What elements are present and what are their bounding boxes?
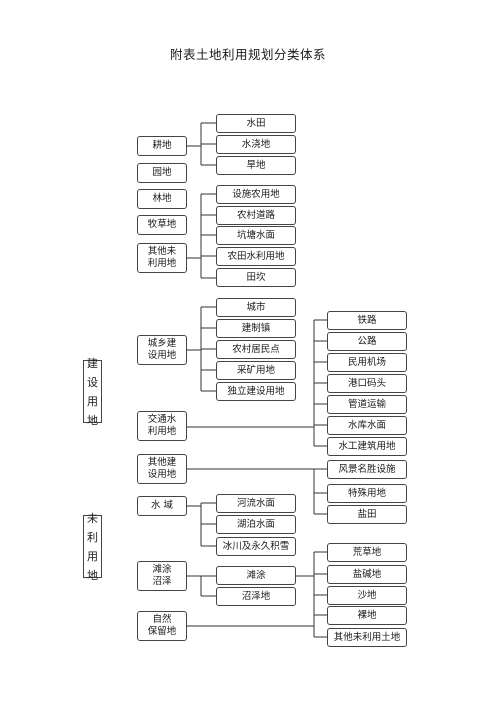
page-title: 附表土地利用规划分类体系 [169, 47, 326, 62]
group-label: 未利用地 [87, 511, 98, 582]
subcategory-pond-water: 坑塘水面 [216, 226, 296, 245]
subcategory-field-ridge: 田坎 [216, 268, 296, 287]
group-unused-land: 未利用地 [83, 512, 102, 582]
category-urban-rural-construction: 城乡建 设用地 [137, 335, 187, 365]
item-other-unused-land: 其他未利用土地 [327, 628, 407, 647]
category-tidal-marsh: 滩涂 沼泽 [137, 561, 187, 591]
item-special-land: 特殊用地 [327, 484, 407, 503]
subcategory-glacier-snow: 冰川及永久积雪 [216, 537, 296, 556]
item-reservoir-water: 水库水面 [327, 416, 407, 435]
item-bare-land: 裸地 [327, 606, 407, 625]
subcategory-city: 城市 [216, 298, 296, 317]
subcategory-river-water: 河流水面 [216, 494, 296, 513]
subcategory-dry-land: 旱地 [216, 156, 296, 175]
group-construction-land: 建设用地 [83, 357, 102, 427]
subcategory-lake-water: 湖泊水面 [216, 515, 296, 534]
item-pipeline-transport: 管道运输 [327, 395, 407, 414]
subcategory-independent-construction: 独立建设用地 [216, 382, 296, 401]
item-sandy-land: 沙地 [327, 586, 407, 605]
item-civil-airport: 民用机场 [327, 353, 407, 372]
category-nature-reserve: 自然 保留地 [137, 611, 187, 641]
category-other-construction: 其他建 设用地 [137, 454, 187, 484]
category-cultivated-land: 耕地 [137, 136, 187, 156]
subcategory-rural-settlement: 农村居民点 [216, 340, 296, 359]
category-garden-land: 园地 [137, 163, 187, 183]
subcategory-irrigated-land: 水浇地 [216, 135, 296, 154]
subcategory-rural-road: 农村道路 [216, 206, 296, 225]
item-saline-land: 盐碱地 [327, 565, 407, 584]
category-other-agricultural: 其他未 利用地 [137, 243, 187, 273]
subcategory-tidal-flat: 滩涂 [216, 566, 296, 585]
category-forest-land: 林地 [137, 189, 187, 209]
item-hydraulic-construction: 水工建筑用地 [327, 437, 407, 456]
category-transport-water: 交通水 利用地 [137, 411, 187, 441]
subcategory-marshland: 沼泽地 [216, 587, 296, 606]
subcategory-facility-agriculture: 设施农用地 [216, 185, 296, 204]
item-highway: 公路 [327, 332, 407, 351]
subcategory-mining-land: 采矿用地 [216, 361, 296, 380]
subcategory-town: 建制镇 [216, 319, 296, 338]
group-label: 建设用地 [87, 356, 98, 427]
subcategory-paddy-field: 水田 [216, 114, 296, 133]
category-water-area: 水 域 [137, 496, 187, 516]
item-barren-grassland: 荒草地 [327, 543, 407, 562]
item-port-terminal: 港口码头 [327, 374, 407, 393]
category-grassland: 牧草地 [137, 215, 187, 235]
subcategory-farm-irrigation: 农田水利用地 [216, 247, 296, 266]
item-railway: 铁路 [327, 311, 407, 330]
item-scenic-facilities: 风景名胜设施 [327, 460, 407, 479]
item-salt-field: 盐田 [327, 505, 407, 524]
